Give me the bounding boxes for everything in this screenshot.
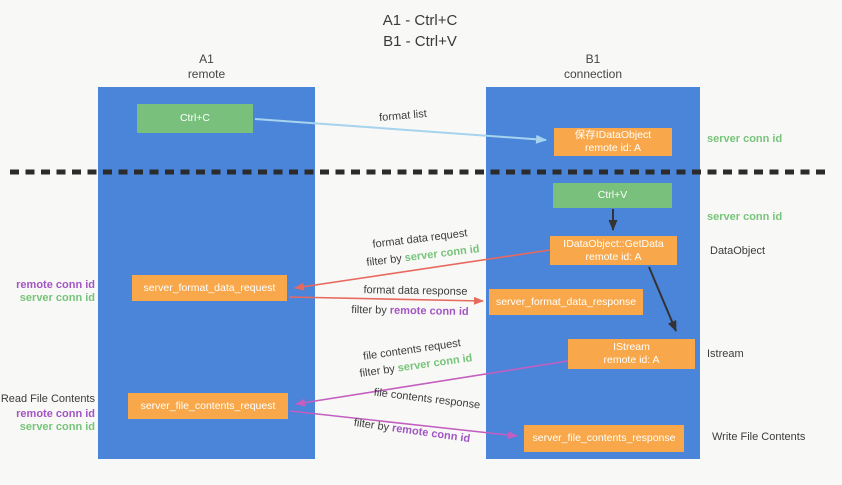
node-save-dataobject-line2: remote id: A (584, 142, 642, 154)
label-filter-remote-conn-format: filter by remote conn id (340, 304, 480, 318)
right-label-istream: Istream (707, 348, 744, 360)
right-label-server-conn-id-top: server conn id (707, 133, 783, 145)
node-format-data-response-label: server_format_data_response (495, 295, 637, 308)
left-label-read-file-contents: Read File Contents (0, 393, 95, 405)
left-label-remote-conn-id-format: remote conn id (16, 279, 95, 291)
arrow-getdata-to-istream (648, 266, 677, 332)
arrow-format-list (254, 118, 547, 144)
node-format-data-request: server_format_data_request (132, 275, 287, 301)
node-format-data-response: server_format_data_response (489, 289, 643, 315)
lane-b1-subtitle: connection (563, 67, 623, 81)
remote-conn-id-text: remote conn id (389, 304, 469, 319)
node-save-dataobject-line1: 保存IDataObject (574, 129, 652, 141)
node-format-data-request-label: server_format_data_request (143, 281, 276, 294)
node-save-dataobject: 保存IDataObject remote id: A (554, 128, 672, 156)
title-line-1: A1 - Ctrl+C (382, 12, 458, 29)
node-istream-line1: IStream (613, 341, 650, 353)
right-label-server-conn-id-mid: server conn id (707, 211, 783, 223)
lane-a1-subtitle: remote (187, 67, 226, 81)
diagram-title: A1 - Ctrl+C B1 - Ctrl+V (300, 10, 540, 52)
filter-by-text: filter by (351, 303, 390, 317)
label-format-data-response: format data response (363, 284, 468, 298)
arrow-format-data-request (294, 249, 551, 291)
node-getdata-line1: IDataObject::GetData (563, 237, 664, 250)
node-istream-line2: remote id: A (603, 354, 660, 366)
title-line-2: B1 - Ctrl+V (383, 33, 457, 50)
lane-a1-name: A1 (199, 52, 214, 66)
left-label-server-conn-id-file: server conn id (19, 421, 95, 433)
node-file-contents-request: server_file_contents_request (128, 393, 288, 419)
right-label-dataobject: DataObject (710, 245, 766, 257)
node-file-contents-response-label: server_file_contents_response (532, 432, 676, 444)
node-getdata-line2: remote id: A (585, 250, 642, 263)
left-label-remote-conn-id-file: remote conn id (16, 408, 95, 420)
node-file-contents-request-label: server_file_contents_request (140, 399, 276, 412)
arrow-format-data-response (288, 296, 484, 305)
node-ctrl-c: Ctrl+C (137, 104, 253, 133)
arrow-file-contents-request (295, 360, 569, 407)
lane-b1-header: B1 connection (486, 52, 700, 82)
left-label-server-conn-id-format: server conn id (19, 292, 95, 304)
node-getdata: IDataObject::GetData remote id: A (550, 236, 677, 265)
lane-b1-name: B1 (585, 52, 601, 66)
node-ctrl-c-label: Ctrl+C (179, 112, 211, 124)
lane-a1-header: A1 remote (98, 52, 315, 82)
arrow-file-contents-response (289, 410, 518, 439)
node-istream: IStream remote id: A (568, 339, 695, 369)
node-ctrl-v: Ctrl+V (553, 183, 672, 208)
node-file-contents-response: server_file_contents_response (524, 425, 684, 452)
node-ctrl-v-label: Ctrl+V (597, 189, 628, 201)
right-label-write-file-contents: Write File Contents (712, 431, 806, 443)
